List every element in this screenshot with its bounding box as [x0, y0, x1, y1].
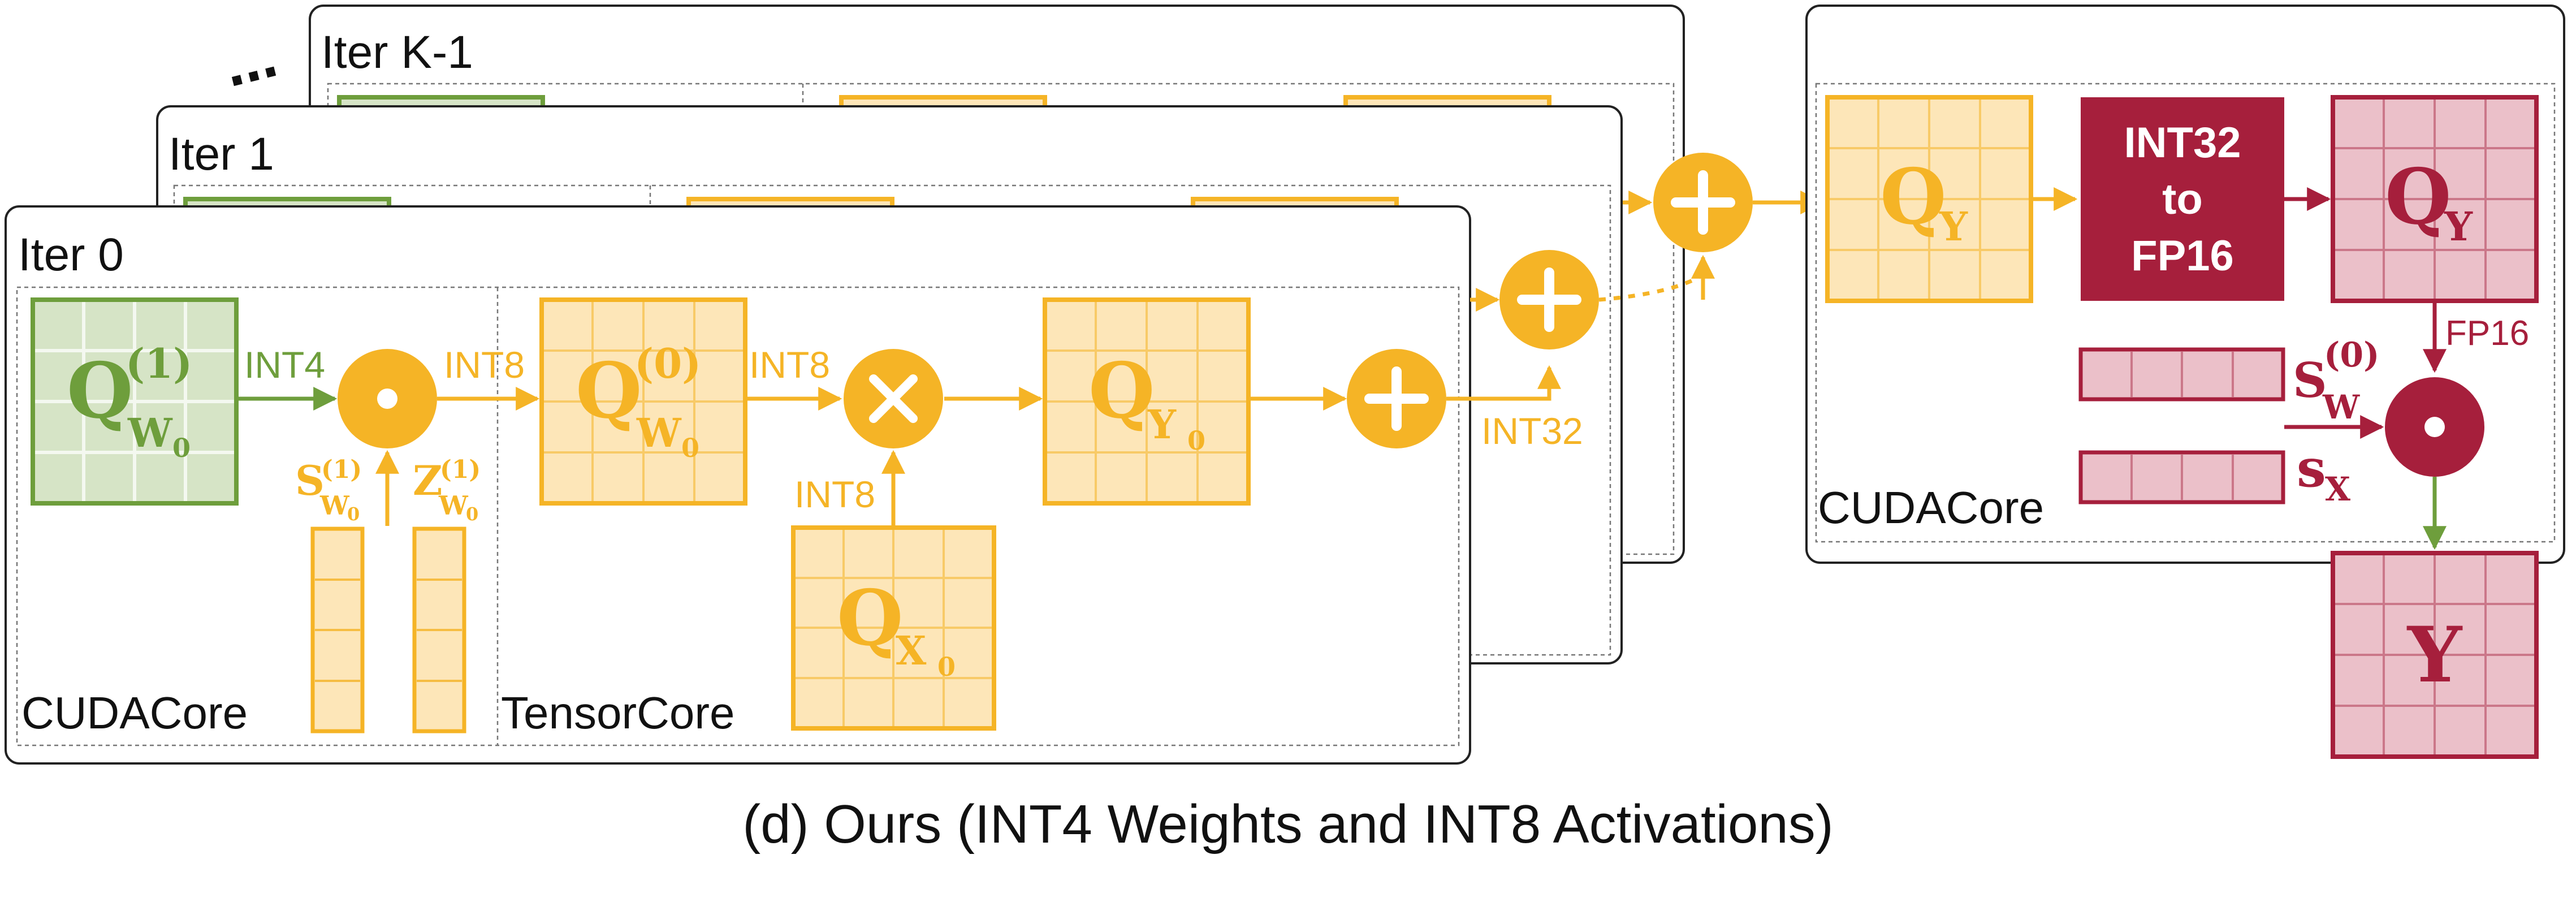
activation-scale-vector — [2078, 450, 2285, 504]
cuda-core-region-label: CUDACore — [21, 688, 248, 738]
accumulated-output-symbol: Q — [1880, 152, 1947, 241]
partial-output-subsubscript: 0 — [1187, 425, 1205, 456]
iter-k-1-label: Iter K-1 — [321, 27, 473, 78]
activation-scale-symbol: s — [2297, 438, 2326, 499]
weight-scale-subscript: W — [2322, 388, 2360, 426]
add-op-iter0-icon — [1347, 349, 1446, 448]
add-op-final-icon — [1653, 153, 1753, 252]
multiply-op-icon — [844, 349, 943, 448]
int8-weight-subscript: W — [636, 409, 682, 456]
scale-subscript: W — [319, 490, 350, 521]
int8-weight-subsubscript: 0 — [681, 433, 699, 463]
int4-weight-symbol: Q — [67, 346, 133, 435]
accumulated-output-subscript: Y — [1939, 203, 1968, 250]
partial-output-matrix: Q Y 0 — [1043, 297, 1251, 506]
scale-subsubscript: 0 — [347, 503, 360, 525]
activation-matrix: Q X 0 — [791, 525, 996, 731]
int32-accum-arrow — [1446, 365, 1561, 401]
iteration-ellipsis: ... — [217, 20, 284, 101]
int4-weight-superscript: (1) — [126, 339, 192, 387]
int8-weight-matrix: Q (0) W 0 — [539, 297, 747, 506]
rescale-op-icon — [2385, 377, 2484, 477]
dotted-accum-path — [1598, 275, 1700, 302]
zero-subscript: W — [438, 490, 469, 521]
int8-weight-superscript: (0) — [634, 339, 701, 387]
weight-scale-symbol: S — [2293, 352, 2327, 408]
tensor-core-region-label: TensorCore — [501, 688, 735, 738]
convert-line1: INT32 — [2124, 119, 2241, 167]
final-output-matrix: Y — [2331, 551, 2539, 759]
final-output-symbol: Y — [2406, 610, 2463, 700]
converted-output-matrix: Q Y — [2331, 95, 2539, 303]
iter-1-label: Iter 1 — [168, 128, 274, 180]
partial-output-symbol: Q — [1088, 346, 1155, 435]
scale-superscript: (1) — [321, 455, 362, 484]
scale-vector: S (1) W 0 — [295, 455, 365, 733]
int8-weight-symbol: Q — [576, 346, 642, 435]
zero-subsubscript: 0 — [466, 503, 478, 525]
zero-point-vector: Z (1) W 0 — [412, 455, 481, 733]
int32-label: INT32 — [1481, 410, 1583, 452]
activation-subsubscript: 0 — [937, 651, 956, 682]
int4-label: INT4 — [244, 344, 325, 386]
activation-subscript: X — [896, 627, 927, 674]
int4-weight-matrix: Q (1) W 0 — [31, 297, 239, 506]
int8-dequant-label: INT8 — [444, 344, 525, 386]
int32-to-fp16-box: INT32 to FP16 — [2081, 97, 2284, 301]
dequantize-op-icon — [338, 349, 437, 448]
partial-output-subscript: Y — [1147, 401, 1177, 448]
figure-caption: (d) Ours (INT4 Weights and INT8 Activati… — [742, 794, 1834, 854]
iter-0-label: Iter 0 — [18, 229, 124, 280]
weight-scale-superscript: (0) — [2324, 335, 2380, 375]
int4-weight-subscript: W — [127, 409, 173, 456]
weight-scale-vector — [2078, 347, 2285, 402]
int8-weight-label: INT8 — [749, 344, 830, 386]
int4-weight-subsubscript: 0 — [172, 433, 191, 463]
activation-scale-subscript: X — [2325, 470, 2350, 508]
converted-output-symbol: Q — [2385, 152, 2452, 241]
zero-superscript: (1) — [440, 455, 481, 484]
add-op-iter1-icon — [1499, 250, 1599, 349]
convert-line2: to — [2162, 175, 2203, 223]
accumulated-output-matrix: Q Y — [1825, 95, 2033, 303]
activation-symbol: Q — [837, 573, 904, 663]
convert-line3: FP16 — [2131, 232, 2234, 280]
scale-symbol: S — [295, 456, 325, 504]
zero-symbol: Z — [413, 456, 443, 504]
fp16-label: FP16 — [2445, 314, 2529, 353]
int8-activation-label: INT8 — [794, 473, 875, 515]
converted-output-subscript: Y — [2444, 203, 2473, 250]
output-cuda-core-label: CUDACore — [1818, 482, 2044, 533]
